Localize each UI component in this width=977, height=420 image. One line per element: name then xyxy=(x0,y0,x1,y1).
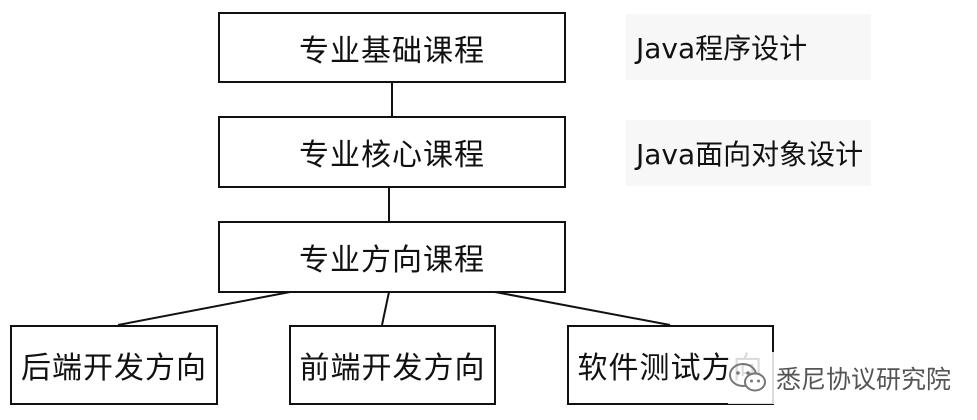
node-basic-label: 专业基础课程 xyxy=(299,33,485,69)
edge-direction-frontend xyxy=(381,291,390,326)
note-java-oop-text: Java面向对象设计 xyxy=(636,138,864,171)
note-java-oop: Java面向对象设计 xyxy=(626,120,871,186)
node-backend-direction: 后端开发方向 xyxy=(10,325,218,405)
node-frontend-direction: 前端开发方向 xyxy=(289,325,496,405)
node-core-courses: 专业核心课程 xyxy=(218,116,566,188)
node-direction-label: 专业方向课程 xyxy=(299,243,485,278)
note-java-programming: Java程序设计 xyxy=(626,14,871,80)
watermark: 悉尼协议研究院 xyxy=(728,352,973,404)
watermark-text: 悉尼协议研究院 xyxy=(776,365,952,394)
node-direction-courses: 专业方向课程 xyxy=(218,221,566,293)
node-frontend-label: 前端开发方向 xyxy=(299,351,486,386)
edge-direction-backend xyxy=(117,291,291,326)
node-core-label: 专业核心课程 xyxy=(299,138,485,173)
node-basic-courses: 专业基础课程 xyxy=(218,12,566,83)
edge-direction-testing xyxy=(494,291,671,326)
node-backend-label: 后端开发方向 xyxy=(21,351,207,386)
wechat-icon xyxy=(729,363,766,392)
note-java-programming-text: Java程序设计 xyxy=(636,32,808,65)
